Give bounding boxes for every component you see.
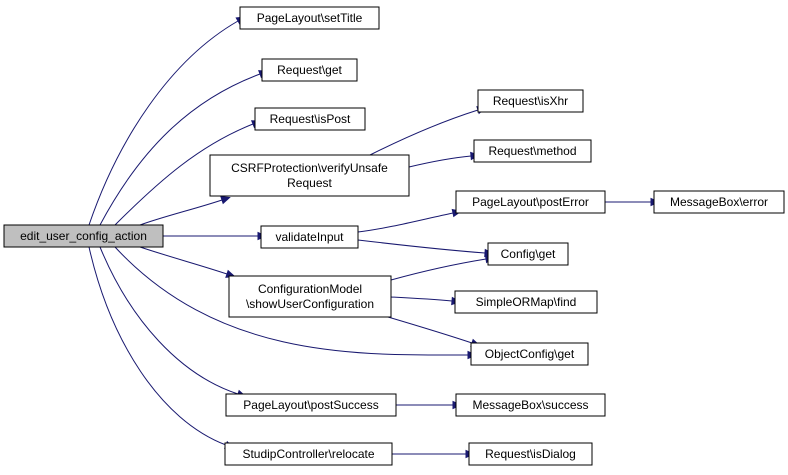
edge-line	[369, 109, 479, 156]
node-edit-user-config-action[interactable]: edit_user_config_action	[3, 224, 164, 248]
edge-line	[139, 199, 223, 226]
edge-studip_relocate-to-request_isdialog	[391, 449, 476, 459]
node-label: \showUserConfiguration	[246, 297, 374, 311]
node-label: PageLayout\setTitle	[257, 11, 363, 25]
edge-line	[390, 258, 487, 281]
node-messagebox-success[interactable]: MessageBox\success	[455, 393, 606, 417]
node-box	[468, 442, 593, 466]
node-box	[470, 342, 589, 366]
edge-line	[88, 20, 239, 226]
edge-line	[357, 212, 454, 233]
edge-configmodel_show-to-objectconfig_get	[387, 316, 481, 347]
node-pagelayout-postsuccess[interactable]: PageLayout\postSuccess	[225, 393, 397, 417]
node-label: MessageBox\error	[670, 195, 768, 209]
edge-line	[114, 246, 469, 356]
node-box	[454, 290, 598, 314]
node-box	[225, 393, 397, 417]
node-request-isdialog[interactable]: Request\isDialog	[468, 442, 593, 466]
node-label: ObjectConfig\get	[485, 347, 575, 361]
edge-configmodel_show-to-simpleormap_find	[390, 296, 462, 306]
node-label: SimpleORMap\find	[476, 295, 577, 309]
node-messagebox-error[interactable]: MessageBox\error	[653, 190, 785, 214]
edge-edit_user_config_action-to-pagelayout_postsuccess	[99, 246, 247, 398]
node-label: PageLayout\postError	[472, 195, 589, 209]
node-validateinput[interactable]: validateInput	[260, 225, 359, 249]
edge-line	[390, 296, 453, 302]
node-simpleormap-find[interactable]: SimpleORMap\find	[454, 290, 598, 314]
node-label: Request\get	[277, 63, 342, 77]
node-config-get[interactable]: Config\get	[487, 242, 569, 266]
edge-line	[387, 316, 473, 344]
node-box	[487, 242, 569, 266]
node-pagelayout-settitle[interactable]: PageLayout\setTitle	[239, 6, 380, 30]
edge-line	[408, 155, 472, 168]
edge-line	[99, 246, 239, 395]
node-box	[224, 442, 393, 466]
node-label: MessageBox\success	[472, 398, 588, 412]
call-nodes: edit_user_config_action PageLayout\setTit…	[3, 6, 785, 466]
node-label: Request\isPost	[270, 112, 351, 126]
node-label: PageLayout\postSuccess	[243, 398, 378, 412]
edge-edit_user_config_action-to-request_get	[99, 70, 269, 226]
node-label: Config\get	[501, 247, 556, 261]
node-box	[477, 89, 584, 113]
node-studip-relocate[interactable]: StudipController\relocate	[224, 442, 393, 466]
node-box	[254, 107, 366, 131]
edge-validateinput-to-config_get	[357, 239, 495, 258]
node-request-isxhr[interactable]: Request\isXhr	[477, 89, 584, 113]
node-request-method[interactable]: Request\method	[473, 139, 592, 163]
edge-line	[357, 239, 486, 254]
node-box	[209, 154, 410, 197]
edge-edit_user_config_action-to-csrf_verify	[139, 196, 231, 226]
edge-line	[88, 246, 227, 446]
node-box	[239, 6, 380, 30]
edge-edit_user_config_action-to-studip_relocate	[88, 246, 235, 449]
edge-pagelayout_posterror-to-messagebox_error	[604, 197, 661, 207]
edge-validateinput-to-pagelayout_posterror	[357, 208, 463, 233]
node-label: Request	[287, 176, 332, 190]
edge-csrf_verify-to-request_method	[408, 151, 481, 168]
edge-edit_user_config_action-to-validateinput	[159, 231, 268, 241]
edge-csrf_verify-to-request_isxhr	[369, 106, 487, 156]
node-box	[455, 190, 606, 214]
call-edges	[88, 16, 661, 459]
node-pagelayout-posterror[interactable]: PageLayout\postError	[455, 190, 606, 214]
node-objectconfig-get[interactable]: ObjectConfig\get	[470, 342, 589, 366]
edge-configmodel_show-to-config_get	[390, 254, 496, 281]
node-request-get[interactable]: Request\get	[261, 58, 358, 82]
node-label: Request\isDialog	[485, 447, 576, 461]
node-label: Request\isXhr	[493, 94, 568, 108]
node-box	[455, 393, 606, 417]
node-label: edit_user_config_action	[20, 229, 147, 243]
node-box	[473, 139, 592, 163]
edge-line	[139, 246, 228, 275]
node-label: CSRFProtection\verifyUnsafe	[231, 161, 388, 175]
node-label: Request\method	[488, 144, 576, 158]
node-label: ConfigurationModel	[258, 282, 362, 296]
node-box	[3, 224, 164, 248]
edge-pagelayout_postsuccess-to-messagebox_success	[396, 400, 463, 410]
node-label: validateInput	[275, 230, 344, 244]
node-box	[228, 275, 392, 318]
arrowhead	[220, 196, 231, 205]
node-box	[261, 58, 358, 82]
edge-edit_user_config_action-to-configmodel_show	[139, 246, 236, 278]
node-request-ispost[interactable]: Request\isPost	[254, 107, 366, 131]
node-label: StudipController\relocate	[242, 447, 374, 461]
edge-line	[114, 123, 254, 226]
node-box	[653, 190, 785, 214]
edge-line	[99, 73, 261, 226]
node-configmodel-show[interactable]: ConfigurationModel\showUserConfiguration	[228, 275, 392, 318]
node-box	[260, 225, 359, 249]
